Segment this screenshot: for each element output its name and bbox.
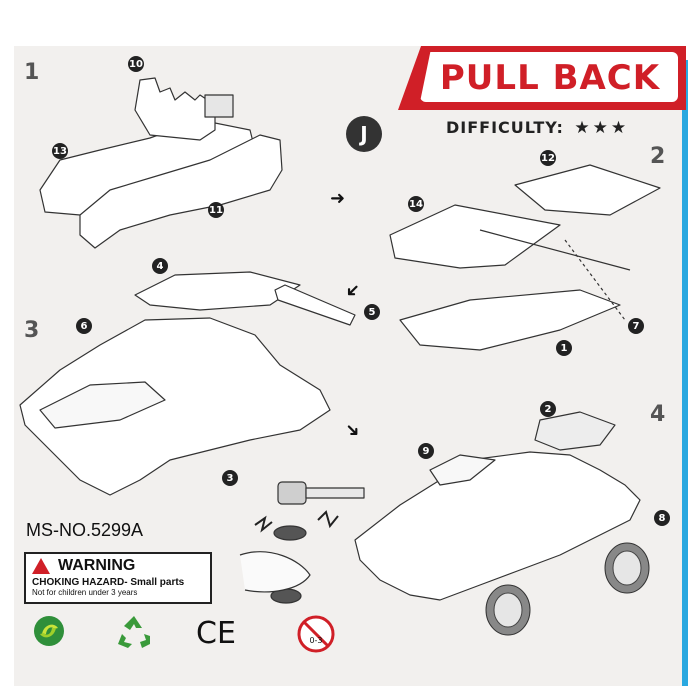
part-label-8: 8 xyxy=(654,510,670,526)
part-label-7: 7 xyxy=(628,318,644,334)
ce-mark-icon: CE xyxy=(196,616,236,651)
difficulty-rating: DIFFICULTY: ★★★ xyxy=(446,118,629,138)
part-label-2: 2 xyxy=(540,401,556,417)
warning-title: WARNING xyxy=(58,557,136,574)
part-2-block xyxy=(534,411,616,451)
part-label-12: 12 xyxy=(540,150,556,166)
part-label-11: 11 xyxy=(208,202,224,218)
warning-triangle-icon xyxy=(32,558,50,574)
part-10-panel xyxy=(134,77,216,141)
glue-badge-icon: J xyxy=(346,116,382,152)
wheels xyxy=(485,542,650,636)
part-label-4: 4 xyxy=(152,258,168,274)
hammer-head xyxy=(277,481,307,505)
part-label-6: 6 xyxy=(76,318,92,334)
step-number-3: 3 xyxy=(24,318,40,343)
arrow-right-icon: ➜ xyxy=(330,188,346,208)
part-label-13: 13 xyxy=(52,143,68,159)
model-number: MS-NO.5299A xyxy=(26,520,144,540)
recycle-icon xyxy=(114,614,154,655)
part-12-deck xyxy=(514,164,661,216)
age-restriction-icon: 0-3 xyxy=(296,614,336,659)
part-5-axle-piece xyxy=(274,284,356,326)
hammer-handle xyxy=(305,487,365,499)
chassis-base xyxy=(399,289,621,351)
car-assembled-body xyxy=(354,451,641,601)
difficulty-stars: ★★★ xyxy=(574,118,630,138)
step-number-4: 4 xyxy=(650,402,666,427)
disc-top xyxy=(273,525,307,541)
part-label-10: 10 xyxy=(128,56,144,72)
age-label: 0-3 xyxy=(309,636,322,645)
part-10-block xyxy=(204,94,234,118)
warning-line-1: CHOKING HAZARD- Small parts xyxy=(32,577,185,588)
part-14-deck xyxy=(389,204,561,269)
warning-line-2: Not for children under 3 years xyxy=(32,588,138,597)
part-9-panel xyxy=(429,454,496,486)
part-label-5: 5 xyxy=(364,304,380,320)
part-label-9: 9 xyxy=(418,443,434,459)
car-body-shell xyxy=(19,317,331,496)
banner-title: PULL BACK xyxy=(439,58,661,98)
step-number-2: 2 xyxy=(650,144,666,169)
warning-label: WARNING CHOKING HAZARD- Small parts Not … xyxy=(24,552,212,604)
green-dot-icon xyxy=(32,614,66,653)
part-11-panel xyxy=(79,134,283,249)
part-label-3: 3 xyxy=(222,470,238,486)
part-label-14: 14 xyxy=(408,196,424,212)
box-side-edge xyxy=(682,60,688,686)
car-hood xyxy=(39,381,166,429)
step-number-1: 1 xyxy=(24,60,40,85)
hand-outline xyxy=(239,551,311,593)
part-label-1: 1 xyxy=(556,340,572,356)
banner-inner xyxy=(420,52,678,102)
difficulty-label: DIFFICULTY: xyxy=(446,118,564,137)
